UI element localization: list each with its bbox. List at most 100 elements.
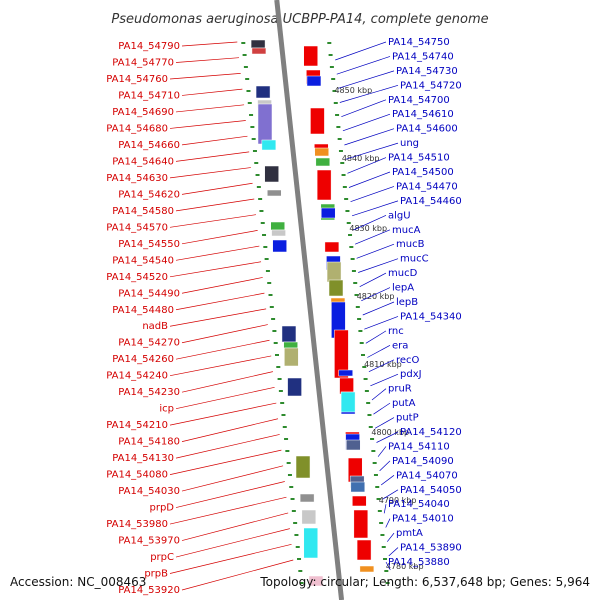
- tick-mark: [251, 138, 256, 140]
- gene-label-right: PA14_54070: [396, 470, 458, 481]
- gene-label-right: lepB: [396, 297, 418, 308]
- gene-label-right: PA14_54510: [388, 153, 450, 164]
- gene-block: [257, 103, 273, 145]
- leader-line-right: [368, 359, 395, 372]
- leader-line-left: [181, 418, 279, 442]
- tick-mark: [278, 390, 283, 392]
- gene-label-right: rnc: [388, 326, 404, 337]
- leader-line-right: [361, 287, 391, 302]
- tick-mark: [379, 522, 384, 524]
- leader-line-right: [335, 41, 387, 61]
- tick-mark: [274, 354, 279, 356]
- tick-mark: [286, 462, 291, 464]
- leader-line-right: [338, 70, 395, 89]
- gene-label-right: PA14_54340: [400, 311, 462, 322]
- tick-mark: [295, 546, 300, 548]
- leader-line-left: [181, 559, 294, 591]
- gene-label-left: PA14_53920: [118, 585, 180, 596]
- gene-block: [295, 455, 311, 479]
- tick-mark: [255, 174, 260, 176]
- gene-block: [255, 85, 271, 99]
- gene-label-right: PA14_53880: [388, 557, 450, 568]
- tick-mark: [351, 270, 356, 272]
- leader-line-left: [169, 167, 251, 179]
- leader-line-left: [181, 324, 268, 344]
- gene-label-left: PA14_54130: [112, 453, 174, 464]
- tick-mark: [247, 102, 252, 104]
- leader-line-right: [342, 113, 391, 132]
- gene-block: [324, 241, 340, 253]
- leader-line-right: [339, 84, 399, 103]
- leader-line-right: [374, 417, 395, 429]
- gene-label-left: PA14_54640: [112, 156, 174, 167]
- leader-line-left: [169, 214, 256, 228]
- gene-block: [315, 157, 331, 167]
- gene-label-left: prpC: [150, 552, 174, 563]
- gene-block: [299, 493, 315, 503]
- leader-line-right: [382, 489, 399, 500]
- leader-line-right: [370, 373, 399, 387]
- leader-line-right: [365, 330, 387, 344]
- gene-block: [303, 527, 319, 559]
- kbp-tick-label: 4850 kbp: [334, 86, 372, 95]
- leader-line-left: [175, 434, 280, 459]
- tick-mark: [246, 90, 251, 92]
- kbp-tick-label: 4840 kbp: [342, 154, 380, 163]
- leader-line-right: [386, 532, 395, 542]
- gene-label-right: PA14_54600: [396, 124, 458, 135]
- tick-mark: [331, 78, 336, 80]
- tick-mark: [259, 210, 264, 212]
- gene-label-right: PA14_54610: [392, 109, 454, 120]
- tick-mark: [285, 450, 290, 452]
- leader-line-right: [358, 258, 399, 273]
- gene-block: [346, 439, 361, 451]
- tick-mark: [348, 234, 353, 236]
- leader-line-left: [175, 339, 270, 360]
- leader-line-right: [348, 171, 391, 188]
- kbp-tick-label: 4810 kbp: [364, 360, 402, 369]
- gene-label-left: PA14_54180: [118, 437, 180, 448]
- tick-mark: [242, 54, 247, 56]
- gene-label-left: PA14_54270: [118, 338, 180, 349]
- gene-label-right: era: [392, 340, 408, 351]
- leader-line-left: [169, 261, 262, 278]
- tick-mark: [355, 306, 360, 308]
- tick-mark: [362, 366, 367, 368]
- gene-label-right: PA14_53890: [400, 543, 462, 554]
- gene-label-left: PA14_54240: [106, 371, 168, 382]
- gene-block: [271, 229, 286, 237]
- gene-block: [340, 391, 356, 413]
- gene-label-left: prpD: [149, 503, 174, 514]
- tick-mark: [353, 282, 358, 284]
- tick-mark: [349, 246, 354, 248]
- gene-block: [272, 239, 287, 253]
- tick-mark: [249, 114, 254, 116]
- leader-line-left: [175, 386, 275, 410]
- gene-label-left: PA14_54630: [106, 173, 168, 184]
- tick-mark: [333, 102, 338, 104]
- gene-block: [359, 565, 375, 573]
- gene-label-right: pmtA: [396, 528, 423, 539]
- gene-label-left: nadB: [142, 321, 168, 332]
- gene-block: [267, 189, 282, 197]
- leader-line-left: [175, 104, 245, 113]
- gene-block: [281, 325, 297, 343]
- leader-line-left: [181, 230, 258, 245]
- tick-mark: [282, 426, 287, 428]
- gene-label-right: putA: [392, 398, 416, 409]
- gene-label-left: PA14_54620: [118, 189, 180, 200]
- leader-line-right: [353, 215, 387, 231]
- tick-mark: [377, 510, 382, 512]
- gene-label-left: PA14_53970: [118, 536, 180, 547]
- gene-label-right: mucA: [392, 225, 421, 236]
- leader-line-right: [347, 157, 387, 174]
- gene-label-left: PA14_54540: [112, 255, 174, 266]
- tick-mark: [294, 534, 299, 536]
- tick-mark: [291, 510, 296, 512]
- leader-line-right: [383, 504, 387, 514]
- leader-line-right: [385, 518, 391, 528]
- leader-line-right: [385, 561, 391, 571]
- leader-line-left: [169, 355, 272, 377]
- tick-mark: [381, 546, 386, 548]
- genome-backbone: [274, 0, 345, 600]
